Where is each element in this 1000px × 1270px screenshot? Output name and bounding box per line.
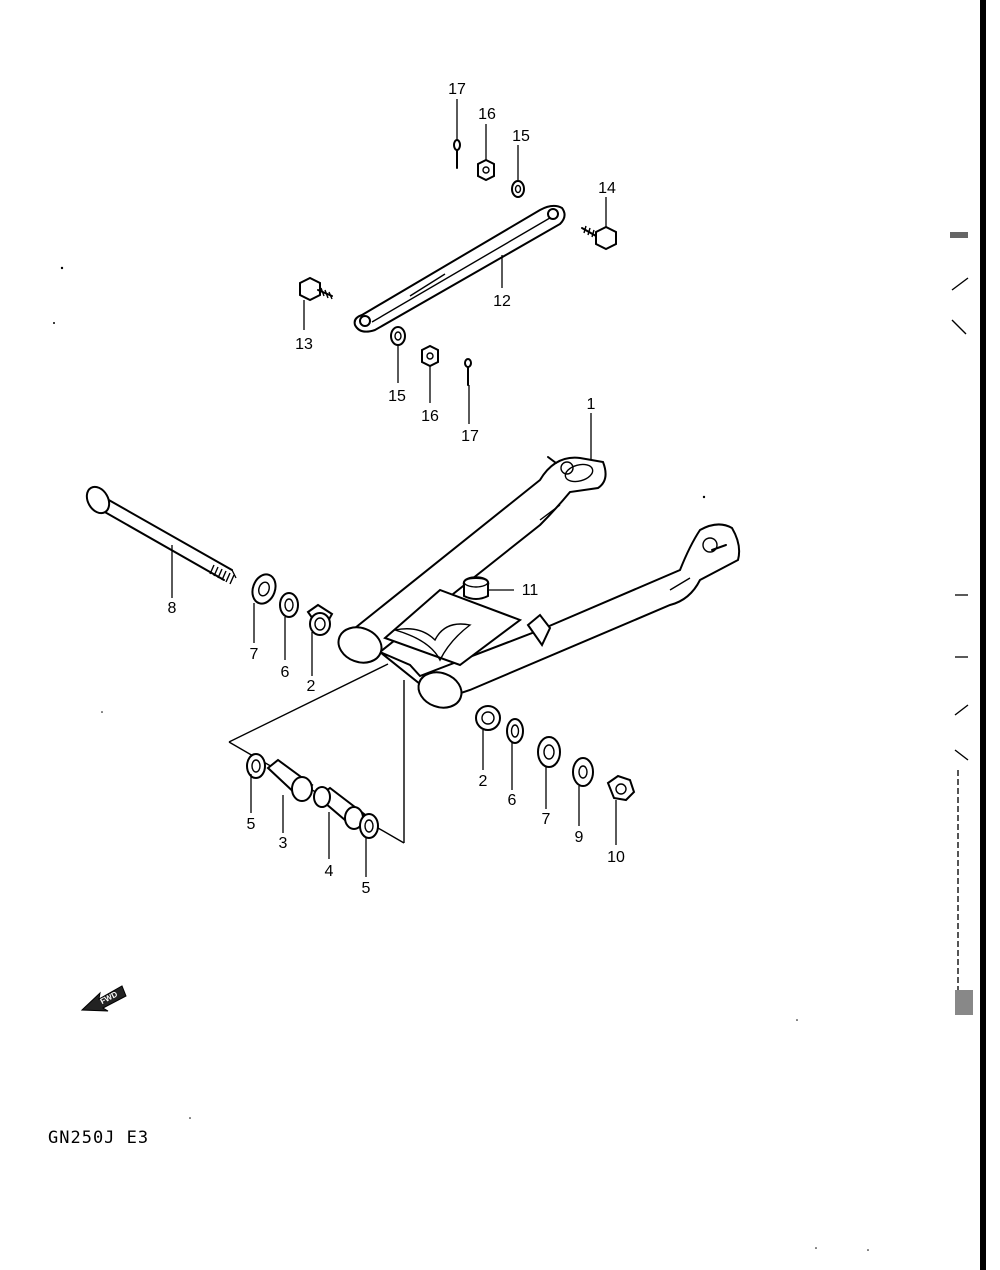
label-part-11: 11 [522, 582, 539, 599]
label-part-16: 16 [478, 106, 496, 123]
label-part-13: 13 [295, 336, 313, 353]
part-labels: 17 16 15 14 12 13 15 16 17 1 11 8 7 6 2 … [168, 81, 625, 897]
label-part-12: 12 [493, 293, 511, 310]
rubber-cushion-11 [462, 576, 490, 600]
label-part-5: 5 [247, 816, 256, 833]
label-part-3: 3 [279, 835, 288, 852]
right-pivot-parts [475, 705, 636, 802]
label-part-6: 6 [508, 792, 517, 809]
label-part-4: 4 [325, 863, 334, 880]
label-part-17: 17 [461, 428, 479, 445]
label-part-2: 2 [479, 773, 488, 790]
label-part-17: 17 [448, 81, 466, 98]
label-part-5: 5 [362, 880, 371, 897]
leader-lines [171, 99, 617, 877]
bolt-13 [299, 276, 333, 302]
label-part-6: 6 [281, 664, 290, 681]
label-part-1: 1 [587, 396, 596, 413]
label-part-8: 8 [168, 600, 177, 617]
label-part-7: 7 [542, 811, 551, 828]
bushing-group [228, 663, 405, 844]
label-part-7: 7 [250, 646, 259, 663]
label-part-10: 10 [607, 849, 625, 866]
label-part-15: 15 [388, 388, 406, 405]
torque-link [353, 204, 566, 333]
label-part-2: 2 [307, 678, 316, 695]
left-pivot-parts [251, 573, 334, 636]
label-part-15: 15 [512, 128, 530, 145]
bolt-14 [581, 225, 617, 251]
swingarm [337, 456, 741, 709]
label-part-16: 16 [421, 408, 439, 425]
fwd-arrow-icon: FWD [80, 985, 127, 1012]
scan-border [950, 0, 986, 1270]
pivot-shaft [85, 485, 237, 585]
scan-specks [53, 266, 869, 1251]
label-part-9: 9 [575, 829, 584, 846]
torque-link-hardware [390, 139, 525, 386]
model-code-label: GN250J E3 [48, 1128, 150, 1148]
label-part-14: 14 [598, 180, 616, 197]
